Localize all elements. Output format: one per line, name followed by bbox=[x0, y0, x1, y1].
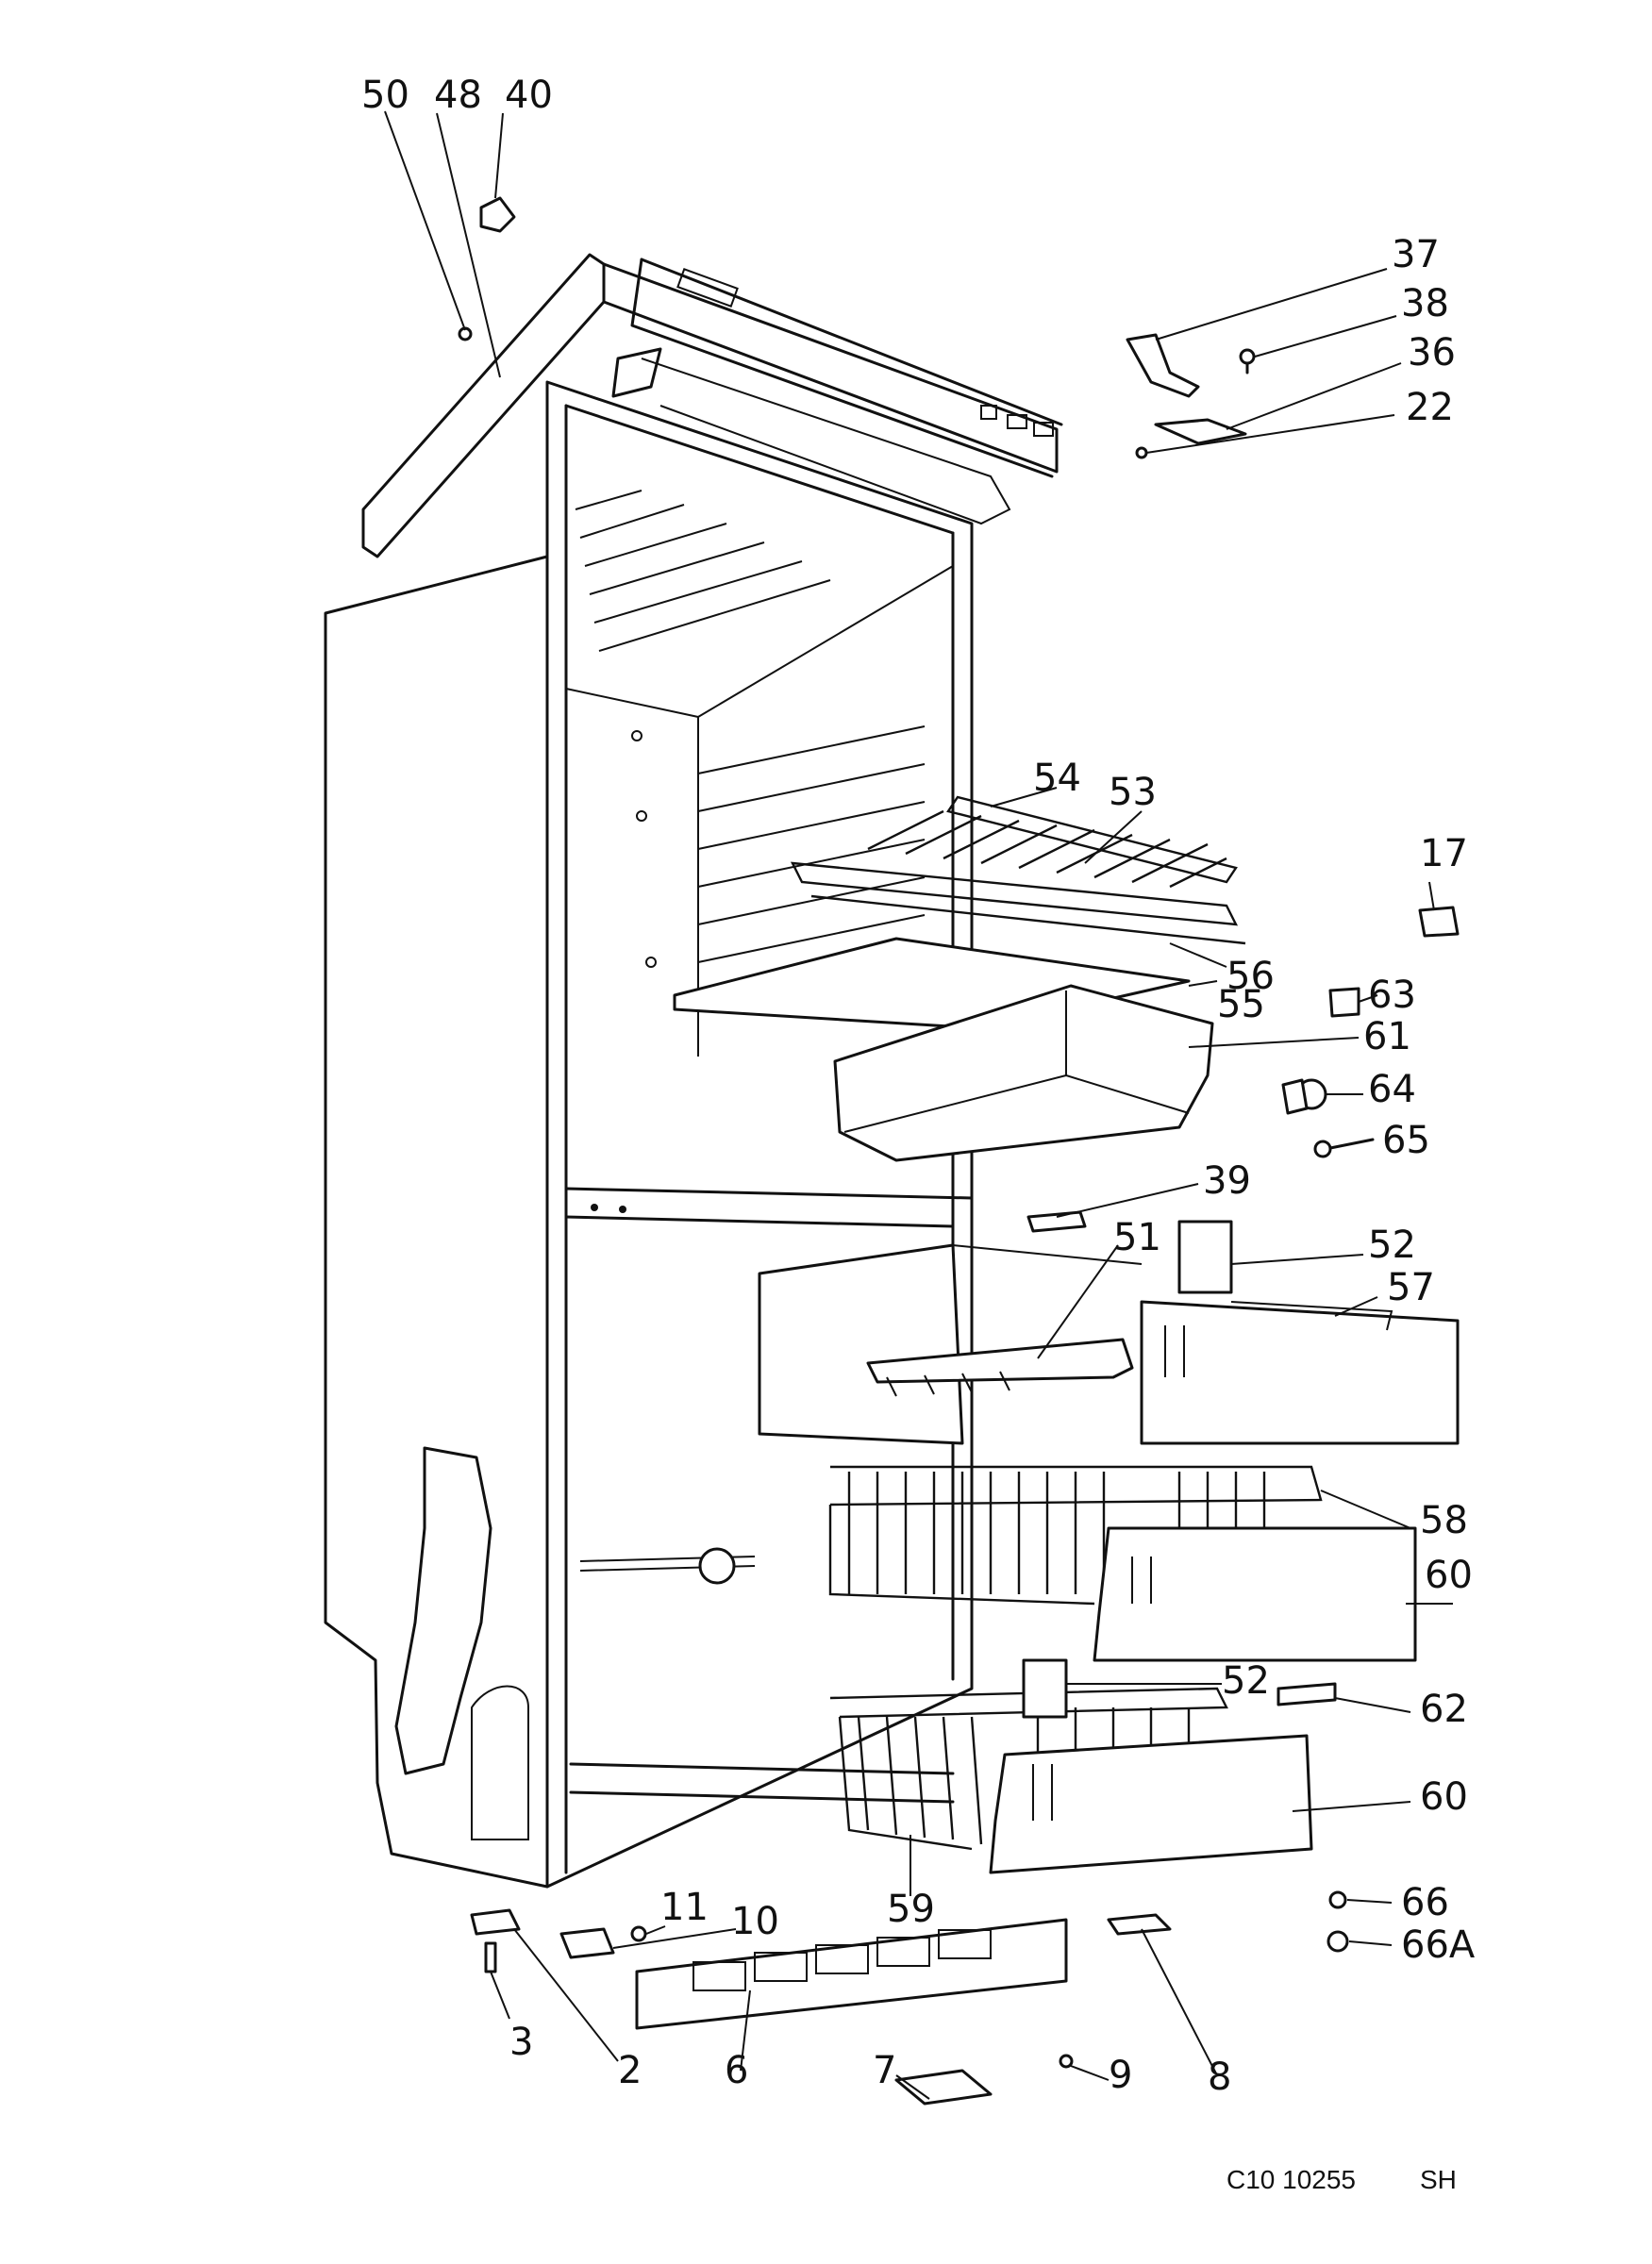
callout-labels: 50 48 40 37 38 36 22 54 53 17 56 63 55 6… bbox=[361, 74, 1476, 2099]
crisper-box bbox=[833, 984, 1214, 1162]
cabinet-body bbox=[545, 380, 974, 1889]
callout-50: 50 bbox=[361, 74, 409, 117]
callout-11: 11 bbox=[660, 1886, 709, 1929]
screw-9 bbox=[1059, 2054, 1074, 2069]
pin-3 bbox=[484, 1941, 497, 1973]
callout-6: 6 bbox=[725, 2049, 748, 2092]
washer-22 bbox=[1135, 446, 1148, 459]
callout-58: 58 bbox=[1420, 1499, 1468, 1542]
callout-22: 22 bbox=[1406, 386, 1454, 429]
callout-64: 64 bbox=[1368, 1068, 1416, 1111]
callout-66: 66 bbox=[1401, 1881, 1449, 1924]
clip-10 bbox=[559, 1927, 615, 1959]
foot-66 bbox=[1328, 1890, 1347, 1909]
callout-63: 63 bbox=[1368, 974, 1416, 1017]
compressor-pipe bbox=[471, 1547, 756, 1840]
drawing-number: C10 10255 bbox=[1226, 2165, 1356, 2194]
callout-66A: 66A bbox=[1401, 1923, 1476, 1967]
callout-17: 17 bbox=[1420, 832, 1468, 875]
callout-56: 56 bbox=[1226, 955, 1275, 998]
callout-8: 8 bbox=[1208, 2056, 1231, 2099]
bracket-63 bbox=[1328, 987, 1360, 1018]
callout-38: 38 bbox=[1401, 282, 1449, 325]
lower-freezer-basket bbox=[829, 1658, 1313, 1874]
callout-39: 39 bbox=[1203, 1159, 1251, 1203]
bracket-8 bbox=[1107, 1913, 1172, 1936]
callout-60-lower: 60 bbox=[1420, 1775, 1468, 1819]
middle-freezer-basket bbox=[828, 1465, 1417, 1662]
callout-7: 7 bbox=[873, 2049, 896, 2092]
callout-2: 2 bbox=[618, 2049, 642, 2092]
knob-64 bbox=[1281, 1078, 1327, 1115]
callout-48: 48 bbox=[434, 74, 482, 117]
hinge-plate-36 bbox=[1154, 418, 1247, 445]
callout-52-lower: 52 bbox=[1222, 1659, 1270, 1703]
cover-17 bbox=[1418, 906, 1460, 938]
screw-38 bbox=[1239, 348, 1256, 375]
callout-51: 51 bbox=[1113, 1216, 1161, 1259]
callout-60-upper: 60 bbox=[1425, 1554, 1473, 1597]
callout-53: 53 bbox=[1109, 771, 1157, 814]
vent-tray-7 bbox=[894, 2069, 993, 2106]
callout-10: 10 bbox=[731, 1900, 779, 1943]
top-cover-assembly bbox=[361, 253, 1063, 558]
callout-52-upper: 52 bbox=[1368, 1224, 1416, 1267]
hinge-bottom-2 bbox=[470, 1908, 521, 1936]
screw-11 bbox=[630, 1925, 647, 1942]
callout-9: 9 bbox=[1109, 2054, 1132, 2097]
callout-37: 37 bbox=[1392, 233, 1440, 276]
callout-61: 61 bbox=[1363, 1015, 1411, 1058]
callout-36: 36 bbox=[1408, 331, 1456, 375]
upper-wire-shelf bbox=[790, 795, 1246, 945]
callout-65: 65 bbox=[1382, 1119, 1430, 1162]
catch-62 bbox=[1277, 1682, 1337, 1706]
base-grille-6 bbox=[635, 1918, 1068, 2030]
callout-59: 59 bbox=[887, 1888, 935, 1931]
freezer-compartment bbox=[758, 1220, 1460, 1445]
hinge-top-37 bbox=[1126, 333, 1200, 398]
bracket-39 bbox=[1026, 1210, 1087, 1233]
callout-62: 62 bbox=[1420, 1688, 1468, 1731]
pin-65 bbox=[1313, 1138, 1375, 1158]
callout-3: 3 bbox=[509, 2021, 533, 2064]
hinge-40 bbox=[479, 196, 516, 233]
foot-66A bbox=[1327, 1930, 1349, 1953]
callout-55: 55 bbox=[1217, 983, 1265, 1026]
callout-40: 40 bbox=[505, 74, 553, 117]
callout-57: 57 bbox=[1387, 1266, 1435, 1309]
drawing-code: SH bbox=[1420, 2165, 1457, 2194]
leader-lines bbox=[384, 110, 1453, 2100]
callout-54: 54 bbox=[1033, 757, 1081, 800]
